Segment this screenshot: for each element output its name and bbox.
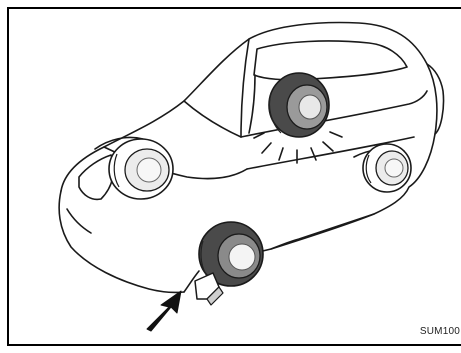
rear-wheel-right	[363, 144, 411, 192]
car-front-bumper-line	[59, 191, 184, 292]
rear-end-line	[427, 64, 444, 134]
front-wheel-left-hub	[137, 158, 161, 182]
pointer-arrow-shape	[147, 291, 181, 331]
rear-wheel-right-hub	[385, 159, 403, 177]
headlight-outline	[79, 155, 114, 199]
light-ray	[279, 148, 283, 160]
spare-tire	[269, 73, 329, 137]
car-tire-rotation-diagram	[9, 9, 461, 346]
illustration-frame: SUM100	[7, 7, 461, 346]
arrow-icon	[147, 291, 181, 331]
front-wheel-left	[109, 139, 173, 199]
light-ray	[311, 148, 316, 160]
light-ray	[330, 132, 342, 137]
roof-window-outline	[254, 41, 407, 80]
light-ray	[323, 142, 333, 151]
windshield-base-line	[184, 101, 241, 137]
light-ray	[262, 143, 271, 153]
a-pillar-line	[241, 39, 249, 137]
spare-tire-hub	[299, 95, 321, 119]
front-grille-line	[67, 209, 91, 233]
front-wheel-right-hub	[229, 244, 255, 270]
b-pillar-line	[249, 75, 255, 133]
figure-code: SUM100	[420, 326, 460, 337]
